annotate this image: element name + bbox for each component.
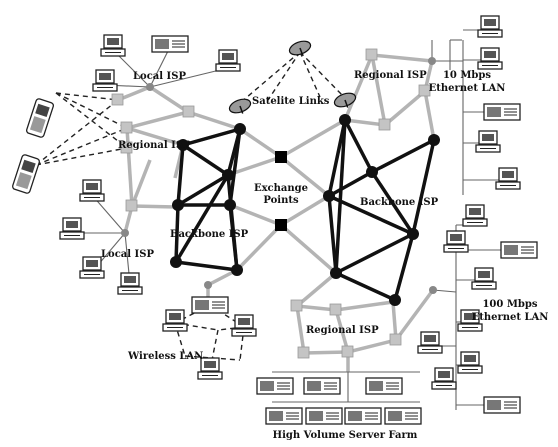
server-icon [265,407,303,425]
computer-icon [100,34,126,57]
label-wireless-lan: Wireless LAN [127,351,203,362]
label-ethernet-10-line1: 10 Mbps [443,70,491,81]
server-icon [365,377,403,395]
server-icon [483,396,521,414]
computer-icon [59,217,85,240]
computer-icon [431,367,457,390]
computer-icon [443,230,469,253]
label-ethernet-100-line2: Ethernet LAN [472,312,549,323]
server-icon [303,377,341,395]
server-farm [256,377,422,425]
computer-icon [475,130,501,153]
label-exchange-points-line2: Points [263,195,299,206]
label-backbone-isp-right: Backbone ISP [360,197,439,208]
server-icon [483,103,521,121]
computer-icon [457,351,483,374]
computer-icon [471,267,497,290]
label-exchange-points-line1: Exchange [254,183,308,194]
computer-icon [117,272,143,295]
computer-icon [215,49,241,72]
mobile-phones [11,97,55,195]
computer-icon [495,167,521,190]
local-hubs [121,57,437,294]
label-satelite-links: Satelite Links [252,96,330,107]
label-server-farm: High Volume Server Farm [273,430,418,441]
server-icon [344,407,382,425]
label-regional-isp-top-right: Regional ISP [354,70,427,81]
computer-icon [477,47,503,70]
computer-icon [231,314,257,337]
regional-routers [111,48,431,359]
label-regional-isp-bottom: Regional ISP [306,325,379,336]
computer-icon [477,15,503,38]
label-local-isp-bottom: Local ISP [101,249,154,260]
computer-icon [417,331,443,354]
computer-icon [162,309,188,332]
label-backbone-isp-left: Backbone ISP [170,229,249,240]
server-icon [151,35,189,53]
computer-icon [92,69,118,92]
server-icon [305,407,343,425]
computer-icon [462,204,488,227]
label-ethernet-100-line1: 100 Mbps [482,299,537,310]
computer-icon [79,256,105,279]
server-icon [384,407,422,425]
label-local-isp-top: Local ISP [133,71,186,82]
mobile-phone-icon [25,97,55,139]
backbone-links [174,119,436,302]
backbone-routers [170,114,440,306]
exchange-point-nodes [275,151,287,231]
server-icon [191,296,229,314]
computer-icon [79,179,105,202]
label-ethernet-10-line2: Ethernet LAN [429,83,506,94]
satellite-dish-icon [286,37,314,61]
label-regional-isp-left: Regional ISP [118,140,191,151]
mobile-phone-icon [11,153,41,195]
server-icon [256,377,294,395]
satellite-dish-icon [226,95,254,119]
server-icon [500,241,538,259]
